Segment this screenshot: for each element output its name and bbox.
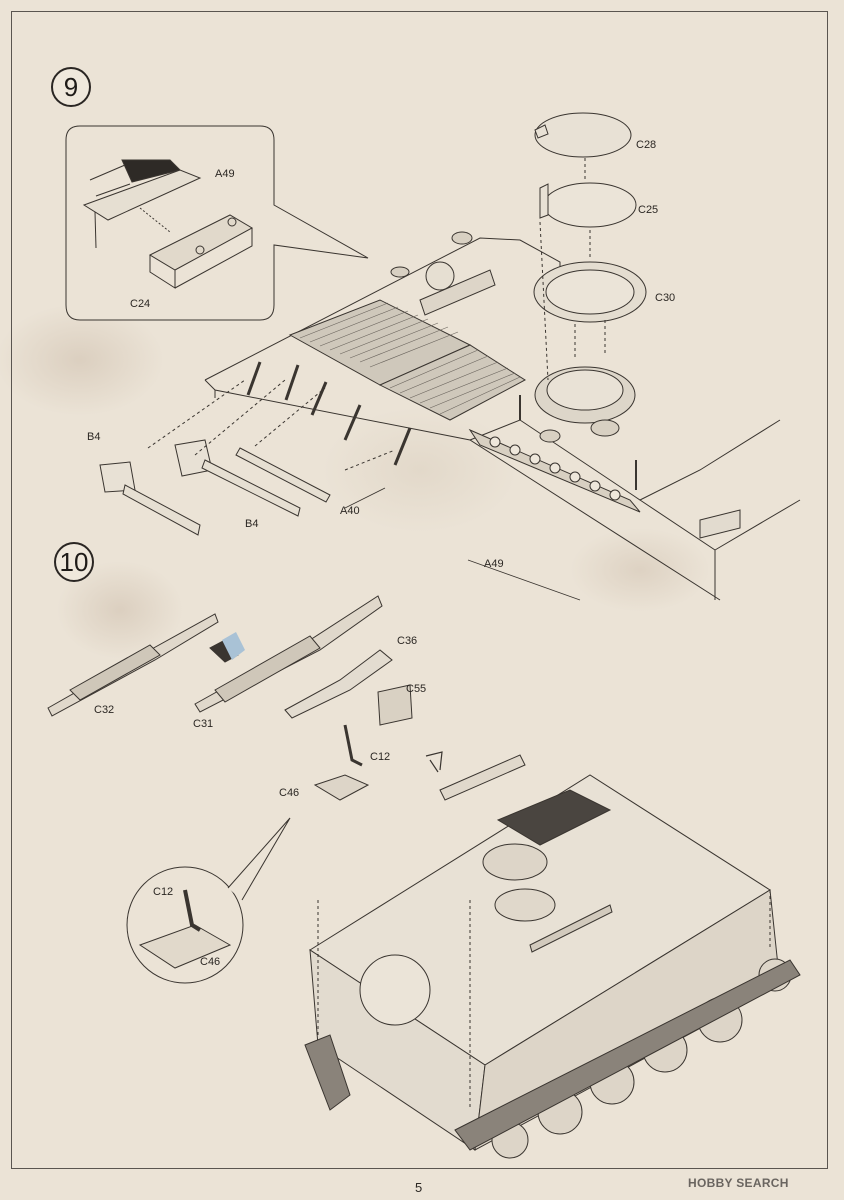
step10-mg-parts [47, 595, 413, 801]
label-c24: C24 [130, 298, 151, 310]
label-c55: C55 [406, 683, 427, 695]
label-a40: A40 [340, 505, 360, 517]
label-b4-left: B4 [87, 431, 101, 443]
label-a49-inset: A49 [215, 168, 235, 180]
label-c32: C32 [94, 704, 115, 716]
label-c12: C12 [370, 751, 391, 763]
label-c36: C36 [397, 635, 418, 647]
label-c30: C30 [655, 292, 676, 304]
label-c12-detail: C12 [153, 886, 174, 898]
step-9-number: 9 [51, 67, 91, 107]
step10-detail-callout [126, 817, 291, 984]
label-c28: C28 [636, 139, 657, 151]
step9-hull [204, 231, 801, 601]
label-b4-bottom: B4 [245, 518, 259, 530]
step-10-number: 10 [54, 542, 94, 582]
step10-vehicle [304, 751, 801, 1159]
step-10-label: 10 [59, 546, 89, 577]
page-number: 5 [415, 1180, 423, 1195]
label-a49-main: A49 [484, 558, 504, 570]
step9-detail-callout [65, 125, 369, 321]
step-9-label: 9 [63, 71, 79, 102]
page-border [11, 11, 828, 1169]
label-c46: C46 [279, 787, 300, 799]
step9-hatch-parts [533, 112, 647, 381]
step9-tools [99, 361, 412, 536]
label-c25: C25 [638, 204, 659, 216]
watermark: HOBBY SEARCH [688, 1176, 789, 1190]
label-c31: C31 [193, 718, 214, 730]
label-c46-detail: C46 [200, 956, 221, 968]
